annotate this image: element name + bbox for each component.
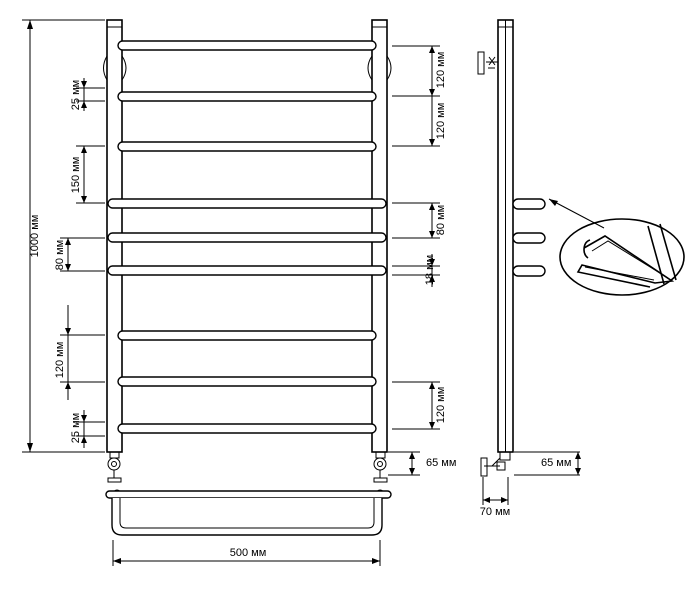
side-wall-mount [477,51,498,75]
dimension-65-side: 65 мм [514,451,581,476]
label-120mm-left: 120 мм [54,342,66,379]
left-wall-mount [103,55,108,81]
front-view: 1000 мм 25 мм 150 мм 80 мм [22,19,456,566]
label-70mm-side: 70 мм [480,506,510,518]
dimension-total-height: 1000 мм [22,19,105,453]
label-500mm: 500 мм [230,547,267,559]
label-65mm-side: 65 мм [541,457,571,469]
label-1000mm: 1000 мм [29,215,41,258]
label-18mm: 18 мм [424,255,436,285]
label-80mm-left: 80 мм [54,240,66,270]
left-valve [107,451,122,483]
side-rung-end [512,232,546,244]
side-rung-end [512,265,546,277]
dimension-right-120-top: 120 мм [392,45,447,97]
rung [117,141,377,152]
label-25mm-bottom: 25 мм [70,413,82,443]
label-120mm-right-2: 120 мм [435,103,447,140]
right-valve [373,451,388,483]
label-120mm-right-1: 120 мм [435,52,447,89]
rung [107,198,387,209]
rung [107,265,387,276]
rung [117,330,377,341]
dimension-left-25-top: 25 мм [70,78,105,111]
dimension-right-80: 80 мм [392,202,447,239]
rung [107,232,387,243]
dimension-right-120-bottom: 120 мм [392,381,447,430]
side-valve [480,451,511,477]
dimension-right-120-second: 120 мм [392,96,447,147]
side-view: 65 мм 70 мм [477,19,685,518]
dimension-left-120: 120 мм [54,305,105,400]
dimension-left-150: 150 мм [70,145,105,204]
side-rung-end [512,198,546,210]
rung [117,376,377,387]
dimension-65-front: 65 мм [388,451,456,476]
dimension-right-18: 18 мм [392,254,440,287]
dimension-70-side: 70 мм [480,477,510,518]
bottom-shelf [105,489,392,536]
label-25mm-top: 25 мм [70,80,82,110]
rung [117,40,377,51]
dimension-left-80: 80 мм [54,237,105,272]
label-65mm-front: 65 мм [426,457,456,469]
label-120mm-right-bottom: 120 мм [435,387,447,424]
rung [117,91,377,102]
dimension-width: 500 мм [112,540,381,566]
label-80mm-right: 80 мм [435,205,447,235]
right-wall-mount [367,55,373,81]
label-150mm: 150 мм [70,157,82,194]
dimension-left-25-bottom: 25 мм [70,410,105,448]
rung [117,423,377,434]
detail-view [559,218,685,296]
detail-callout-arrow [548,198,605,229]
